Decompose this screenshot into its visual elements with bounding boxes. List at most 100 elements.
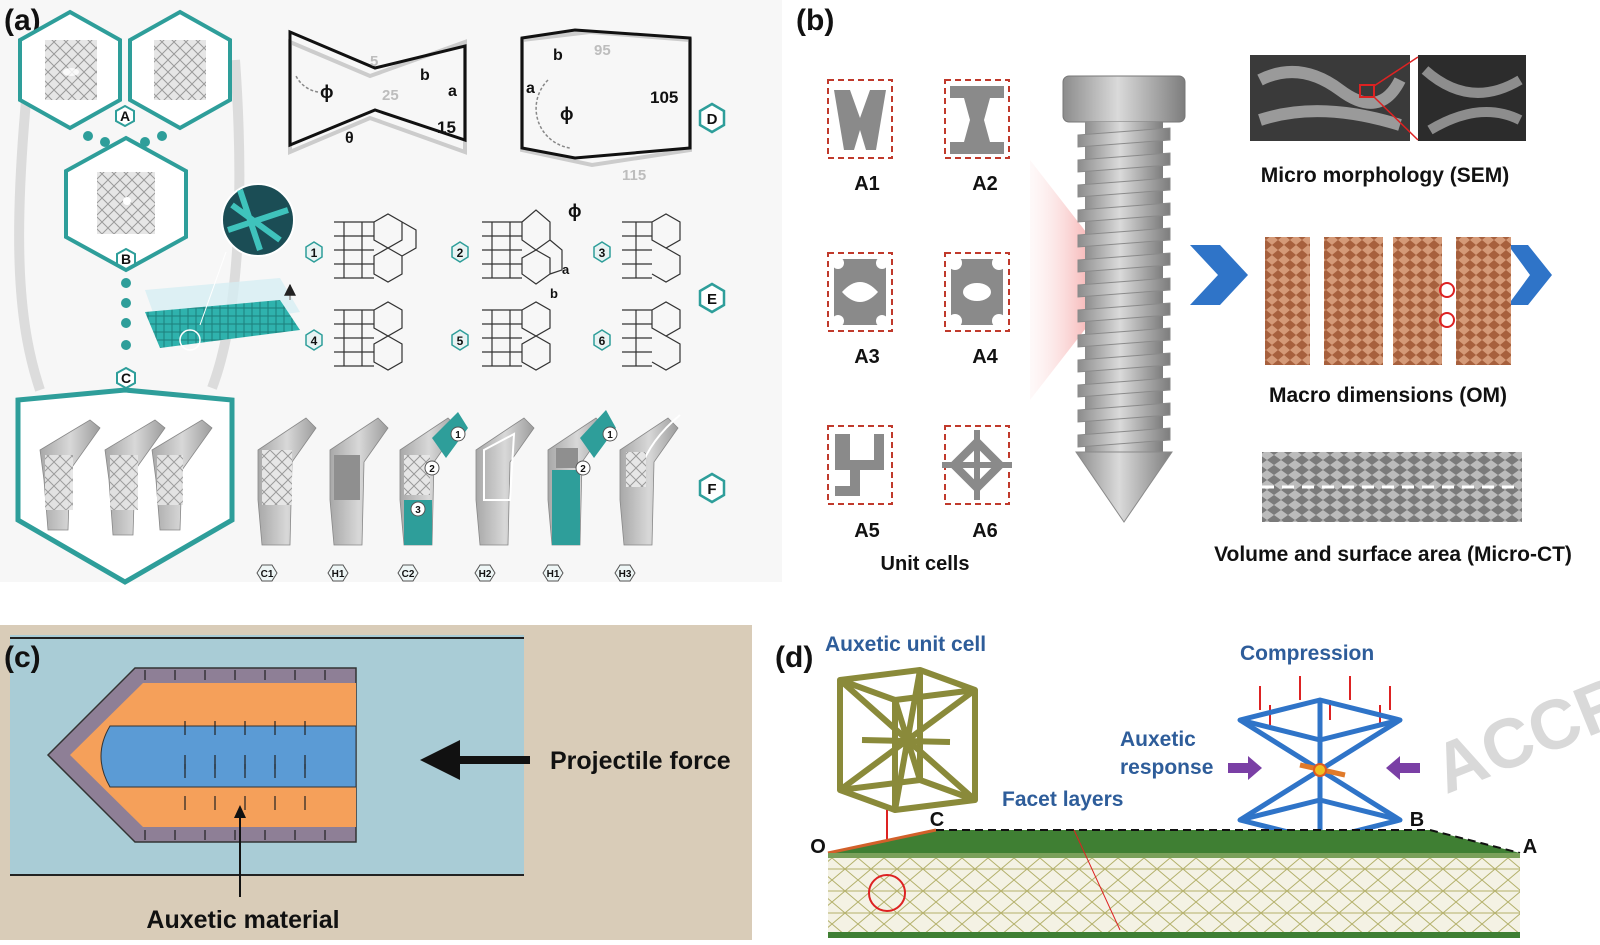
bowtie-phi: ϕ: [320, 82, 334, 102]
point-b: B: [1410, 809, 1424, 831]
implant-label-hexes: [256, 564, 636, 582]
implant-label-c2: C2: [402, 569, 415, 580]
pattern-num-5: 5: [457, 334, 464, 348]
box-value-115: 115: [622, 167, 646, 184]
implant-h2: [475, 417, 535, 546]
force-arrowhead: [420, 740, 460, 780]
unit-cell-grid: [827, 79, 1012, 505]
region-num-h1-1: 1: [607, 430, 613, 441]
hex-marker-b: [116, 247, 136, 271]
pattern-num-1: 1: [311, 246, 318, 260]
projectile-diagram: [46, 667, 357, 843]
bowtie-theta: θ: [345, 130, 354, 147]
force-label: Projectile force: [550, 747, 731, 775]
unit-cells-caption: Unit cells: [881, 553, 970, 575]
pattern-num-6: 6: [599, 334, 606, 348]
implant-label-h1b: H1: [547, 569, 560, 580]
hex-marker-a: [115, 104, 135, 128]
pattern-num-3: 3: [599, 246, 606, 260]
implant-h1: [329, 417, 389, 546]
pattern-phi: ϕ: [568, 201, 582, 221]
hex-label-e: E: [707, 291, 717, 308]
lattice-sheet-illustration: [145, 183, 300, 351]
pattern-1: [334, 213, 417, 283]
point-c: C: [930, 809, 944, 831]
box-b: b: [553, 47, 563, 64]
om-images: [1265, 237, 1511, 365]
hex-sample-a2: [128, 9, 232, 131]
facet-label: Facet layers: [1002, 788, 1123, 811]
teal-dots-top: [83, 131, 167, 147]
pattern-num-4: 4: [311, 334, 318, 348]
implant-label-h3: H3: [619, 569, 632, 580]
teal-dots-vertical: [121, 278, 131, 350]
pattern-5: [482, 301, 551, 371]
unit-cell-a6: [942, 425, 1012, 505]
pattern-6: [622, 301, 681, 371]
hex-sample-b: [64, 135, 188, 273]
layered-structure: [827, 828, 1521, 938]
material-pointer-head: [234, 805, 246, 818]
implant-h3: [619, 414, 681, 546]
focus-beam: [1030, 160, 1100, 400]
response-arrowhead-right: [1386, 756, 1400, 780]
material-label: Auxetic material: [146, 906, 339, 934]
panel-a: (a) A B: [0, 0, 782, 585]
volume-caption: Volume and surface area (Micro-CT): [1214, 543, 1572, 566]
panel-b-label: (b): [796, 4, 834, 37]
tessellation-patterns: [334, 209, 681, 371]
bowtie-value-25: 25: [382, 87, 399, 104]
region-num-h1-2: 2: [580, 464, 586, 475]
region-num-c2-1: 1: [455, 430, 461, 441]
unit-cell-label-a6: A6: [972, 520, 998, 542]
microct-image: [1262, 452, 1522, 522]
unit-cell-label-a5: A5: [854, 520, 880, 542]
region-num-c2-2: 2: [429, 464, 435, 475]
hex-marker-f: [698, 472, 726, 504]
region-num-c2-3: 3: [415, 505, 421, 516]
unit-cell-a1: [827, 79, 893, 159]
unit-cell-a4: [944, 252, 1010, 332]
hex-label-d: D: [707, 111, 718, 128]
hex-marker-e: [698, 282, 726, 314]
pattern-3: [622, 213, 681, 283]
unit-cell-label-a4: A4: [972, 346, 998, 368]
pattern-a: a: [562, 262, 570, 277]
unit-cell-title: Auxetic unit cell: [825, 633, 986, 656]
pattern-num-2: 2: [457, 246, 464, 260]
hex-marker-d: [698, 102, 726, 134]
region-markers: [410, 426, 618, 517]
panel-d: (d) ACCRI Auxetic unit cell Compression: [758, 625, 1600, 940]
sem-images: [1250, 55, 1526, 141]
implant-label-c1: C1: [261, 569, 274, 580]
implant-h1b: [547, 410, 616, 546]
point-o: O: [810, 836, 826, 858]
hex-label-f: F: [707, 481, 716, 498]
unit-cell-label-a2: A2: [972, 173, 998, 195]
chevron-right-icon-2: [1508, 245, 1552, 305]
auxetic-unit-cell: [837, 667, 978, 813]
macro-caption: Macro dimensions (OM): [1269, 384, 1507, 407]
hex-label-b: B: [121, 251, 131, 267]
box-phi: ϕ: [560, 104, 574, 124]
response-label-1: Auxetic: [1120, 728, 1196, 751]
hex-label-a: A: [120, 108, 130, 124]
bowtie-value-5: 5: [370, 53, 378, 70]
box-a: a: [526, 80, 535, 97]
point-a: A: [1523, 836, 1537, 858]
implant-label-h2: H2: [479, 569, 492, 580]
box-value-105: 105: [650, 88, 678, 107]
implant-c1: [257, 417, 317, 546]
chevron-right-icon: [1190, 245, 1248, 305]
unit-cell-label-a3: A3: [854, 346, 880, 368]
bone-screw: [1062, 75, 1186, 523]
unit-cell-label-a1: A1: [854, 173, 880, 195]
bowtie-b: b: [420, 67, 430, 84]
hex-implants-c: [15, 387, 235, 585]
unit-cell-a5: [827, 425, 893, 505]
micro-caption: Micro morphology (SEM): [1261, 164, 1510, 187]
panel-b: (b): [790, 0, 1600, 582]
unit-cell-a2: [944, 79, 1010, 159]
unit-cell-a3: [827, 252, 893, 332]
